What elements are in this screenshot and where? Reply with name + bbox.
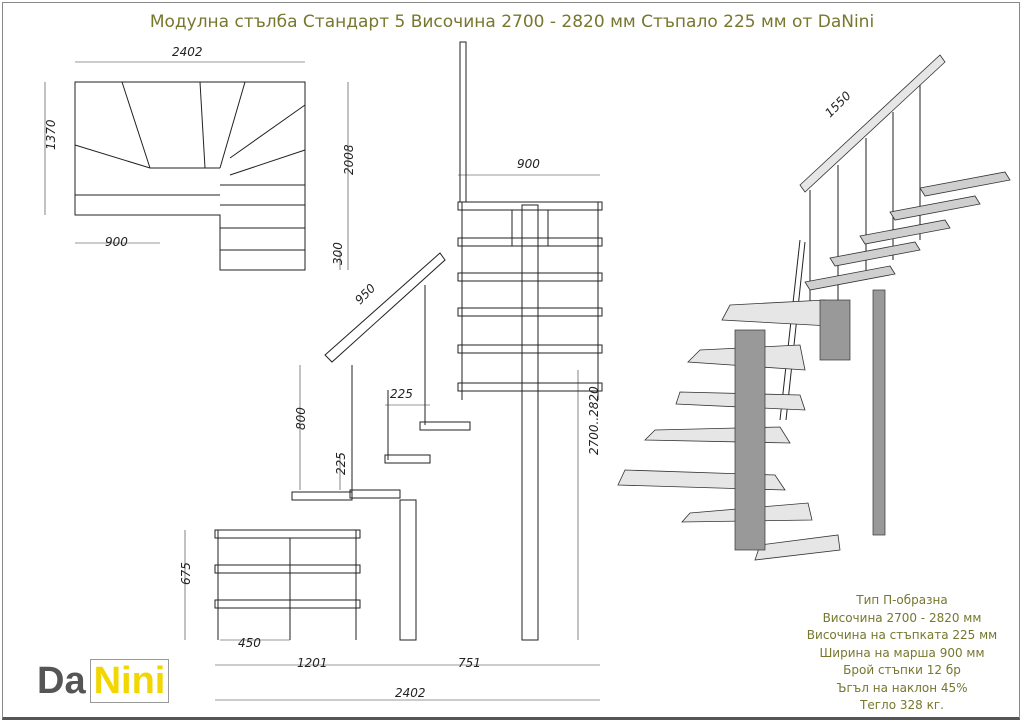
svg-text:800: 800 [294,407,308,430]
plan-view: 2402 1370 2008 900 300 [44,45,356,271]
svg-text:2700..2820: 2700..2820 [587,386,601,455]
spec-type: Тип П-образна [856,593,948,607]
isometric-view: 1550 [617,54,1011,561]
page-title: Модулна стълба Стандарт 5 Височина 2700 … [149,12,875,32]
svg-text:2402: 2402 [395,686,426,700]
svg-text:900: 900 [105,235,128,249]
spec-height: Височина 2700 - 2820 мм [822,610,982,625]
svg-text:225: 225 [334,452,348,475]
elevation-view: 900 950 225 800 225 2700..2820 675 450 1… [179,41,603,701]
specifications: Тип П-образна Височина 2700 - 2820 мм Ви… [780,592,1024,715]
svg-text:300: 300 [331,242,345,265]
svg-text:751: 751 [458,656,481,670]
spec-step-height: Височина на стъпката 225 мм [806,628,998,642]
svg-text:2402: 2402 [172,45,203,59]
svg-text:675: 675 [179,562,193,585]
svg-text:1370: 1370 [44,119,58,150]
spec-angle: Ъгъл на наклон 45% [836,680,968,695]
spec-step-count: Брой стъпки 12 бр [843,663,961,677]
svg-text:2008: 2008 [342,144,356,175]
svg-text:900: 900 [517,157,540,171]
spec-weight: Тегло 328 кг. [860,698,944,712]
svg-text:225: 225 [390,387,413,401]
svg-text:950: 950 [352,281,378,307]
svg-text:1550: 1550 [822,88,854,120]
spec-march-width: Ширина на марша 900 мм [819,645,985,660]
svg-text:1201: 1201 [297,656,328,670]
svg-text:450: 450 [238,636,261,650]
